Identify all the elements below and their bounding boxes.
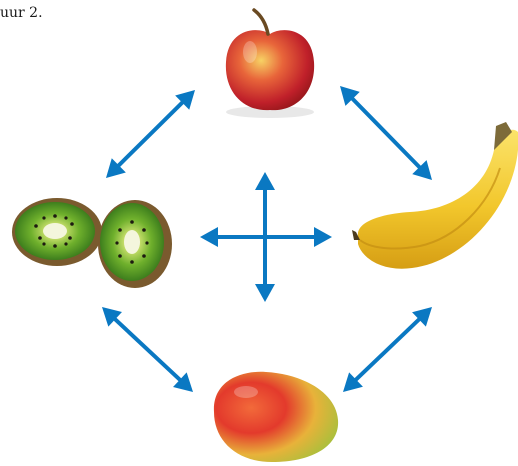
arrow-apple-kiwi	[106, 90, 195, 178]
apple-icon	[226, 10, 314, 118]
banana-icon	[352, 122, 518, 269]
kiwi-icon	[12, 198, 172, 288]
arrow-kiwi-mango	[102, 307, 193, 392]
mango-icon	[214, 372, 338, 462]
arrow-banana-mango	[343, 307, 432, 392]
arrow-apple-banana	[340, 86, 432, 180]
